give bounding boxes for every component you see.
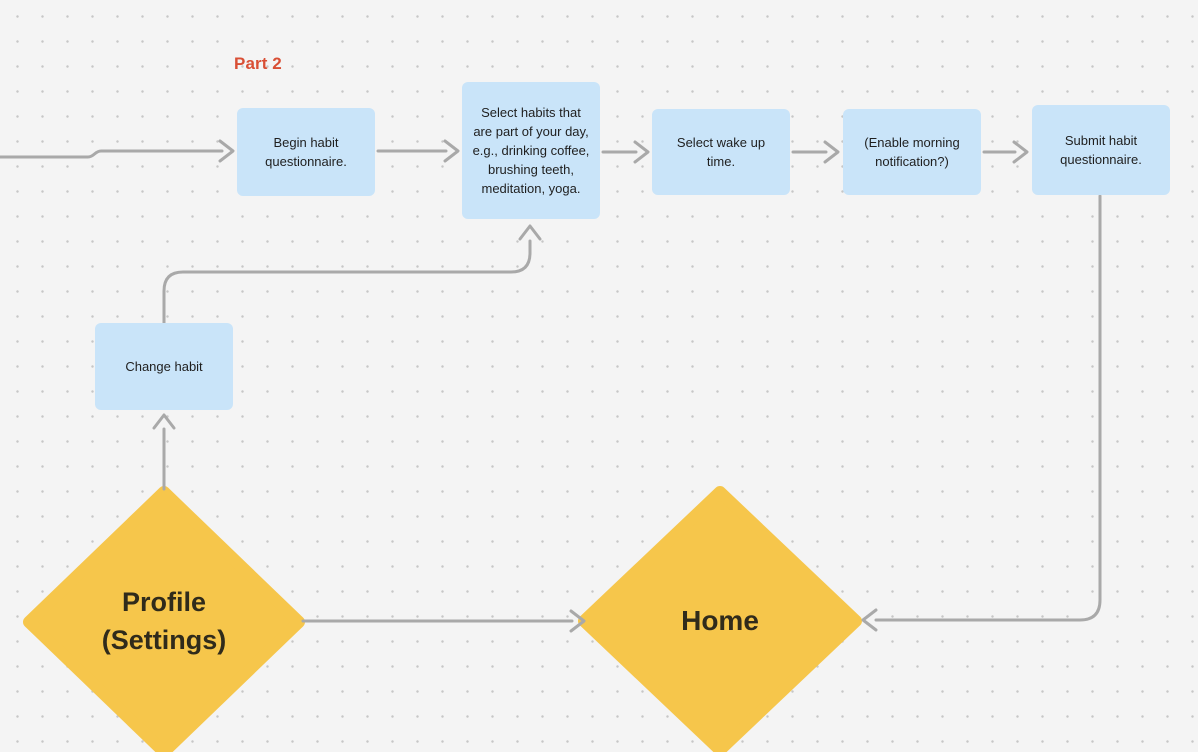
node-enable-morning-notification[interactable]: (Enable morning notification?)	[843, 109, 981, 195]
section-label-part2[interactable]: Part 2	[234, 54, 282, 73]
connector-start-to-begin[interactable]	[0, 139, 235, 163]
connector-enable-notification-to-submit[interactable]	[982, 140, 1029, 164]
connector-wake-time-to-enable-notification[interactable]	[791, 140, 840, 164]
diamond-home[interactable]	[578, 486, 862, 752]
diamond-profile-label: Profile (Settings)	[101, 587, 227, 655]
node-submit-habit-questionnaire[interactable]: Submit habit questionnaire.	[1032, 105, 1170, 195]
connector-submit-to-home[interactable]	[861, 194, 1102, 632]
diamond-profile[interactable]	[23, 486, 305, 752]
connector-profile-to-home[interactable]	[301, 609, 586, 633]
connector-profile-to-change-habit[interactable]	[152, 413, 176, 491]
node-select-habits[interactable]: Select habits that are part of your day,…	[462, 82, 600, 219]
node-begin-habit-questionnaire[interactable]: Begin habit questionnaire.	[237, 108, 375, 196]
connector-select-habits-to-wake-time[interactable]	[601, 140, 650, 164]
connector-begin-to-select-habits[interactable]	[376, 139, 460, 163]
diamond-home-label: Home	[681, 605, 759, 636]
connector-change-habit-to-select-habits[interactable]	[162, 224, 542, 325]
node-change-habit[interactable]: Change habit	[95, 323, 233, 410]
node-select-wake-up-time[interactable]: Select wake up time.	[652, 109, 790, 195]
